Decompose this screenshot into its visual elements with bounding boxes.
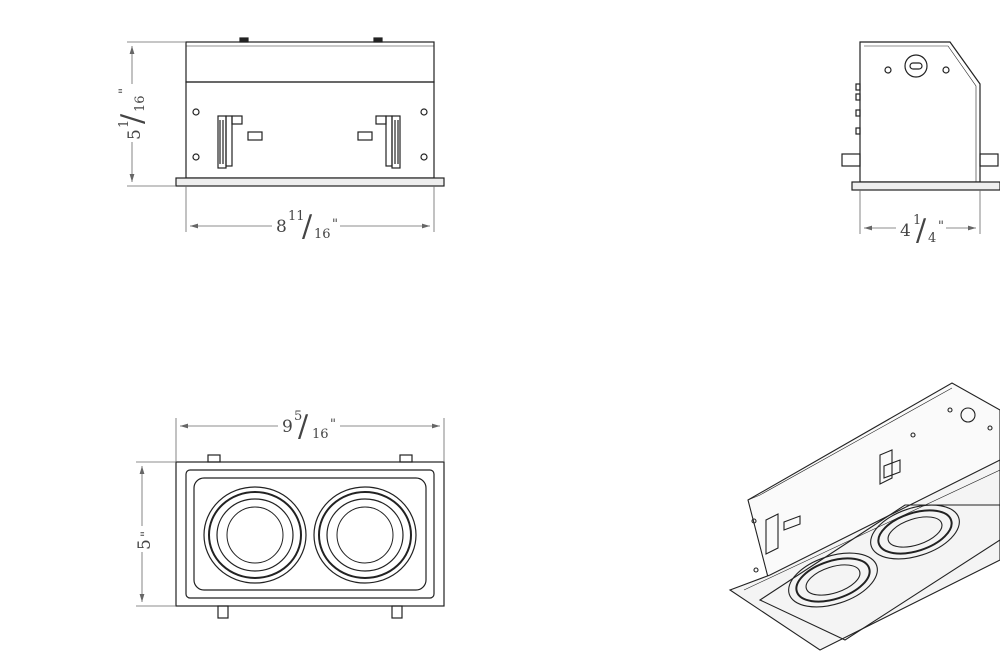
screw-icon bbox=[192, 108, 200, 116]
lamp-left bbox=[203, 486, 307, 584]
side-depth-whole: 4 bbox=[900, 221, 911, 241]
svg-text:/: / bbox=[115, 113, 150, 124]
side-view bbox=[841, 41, 1000, 191]
bottom-width-den: 16 bbox=[312, 427, 329, 442]
side-depth-num: 1 bbox=[913, 213, 921, 228]
side-depth-unit: " bbox=[938, 219, 944, 234]
bottom-view bbox=[175, 454, 445, 619]
knockout-icon bbox=[904, 54, 928, 78]
bottom-view-frame bbox=[175, 461, 445, 607]
bottom-width-whole: 9 bbox=[282, 417, 293, 437]
screw-icon bbox=[942, 66, 950, 74]
bottom-height-whole: 5 bbox=[135, 539, 155, 550]
bottom-width-unit: " bbox=[330, 417, 336, 432]
front-height-label: 5 1 / 16 " bbox=[112, 84, 150, 142]
front-width-num: 11 bbox=[288, 209, 305, 224]
screw-icon bbox=[420, 108, 428, 116]
svg-text:/: / bbox=[916, 213, 927, 248]
screw-icon bbox=[884, 66, 892, 74]
bottom-width-label: 9 5 / 16 " bbox=[278, 404, 340, 444]
svg-text:/: / bbox=[302, 209, 313, 244]
iso-clip bbox=[765, 449, 901, 555]
iso-side-panel bbox=[747, 382, 1000, 586]
front-height-whole: 5 bbox=[125, 129, 145, 140]
side-view-flange bbox=[851, 181, 1000, 191]
svg-text:/: / bbox=[298, 409, 309, 444]
mounting-clip-left bbox=[217, 115, 243, 169]
knockout-tab bbox=[247, 131, 263, 141]
front-view bbox=[175, 37, 445, 187]
front-view-top-band bbox=[185, 41, 435, 83]
front-height-den: 16 bbox=[133, 95, 148, 112]
screw-icon bbox=[192, 153, 200, 161]
iso-lamp-upper bbox=[870, 504, 960, 560]
bottom-height-unit: " bbox=[139, 531, 154, 537]
side-depth-label: 4 1 / 4 " bbox=[896, 208, 946, 248]
side-clip-right bbox=[979, 153, 999, 167]
iso-lamp-lower bbox=[788, 552, 878, 608]
side-clip-left bbox=[841, 153, 861, 167]
iso-trim bbox=[758, 504, 1000, 641]
screw-icon bbox=[420, 153, 428, 161]
bottom-clip-right bbox=[391, 605, 403, 619]
side-depth-den: 4 bbox=[928, 231, 936, 246]
front-view-flange bbox=[175, 177, 445, 187]
mounting-clip-right bbox=[375, 115, 401, 169]
lamp-right bbox=[313, 486, 417, 584]
bottom-width-num: 5 bbox=[294, 409, 302, 424]
front-width-unit: " bbox=[332, 217, 338, 232]
front-width-label: 8 11 / 16 " bbox=[272, 202, 340, 244]
bottom-height-label: 5 " bbox=[134, 526, 155, 552]
isometric-view bbox=[728, 382, 1000, 651]
bottom-view-trim bbox=[193, 477, 427, 591]
front-height-unit: " bbox=[117, 88, 132, 94]
knockout-icon bbox=[960, 407, 976, 423]
front-width-whole: 8 bbox=[276, 217, 287, 237]
knockout-tab bbox=[357, 131, 373, 141]
bottom-clip-left bbox=[217, 605, 229, 619]
front-width-den: 16 bbox=[314, 227, 331, 242]
front-height-num: 1 bbox=[117, 120, 132, 128]
